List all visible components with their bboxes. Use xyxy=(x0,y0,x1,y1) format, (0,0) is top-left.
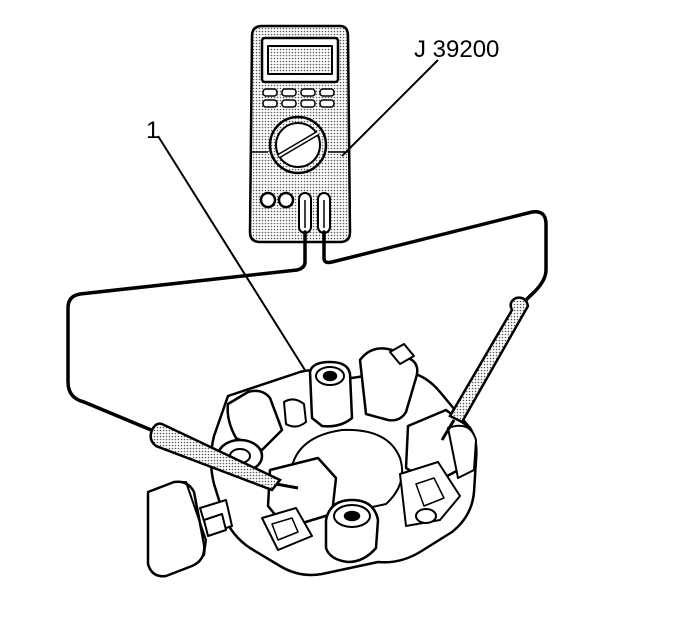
loose-brush-block xyxy=(146,480,227,578)
upper-bracket xyxy=(358,347,419,422)
left-clip xyxy=(226,389,284,452)
meter-buttons xyxy=(262,88,335,108)
leader-lines xyxy=(157,59,439,395)
right-test-probe xyxy=(440,296,530,441)
rotary-dial xyxy=(252,115,350,175)
tool-callout-label: J 39200 xyxy=(414,36,500,63)
input-jacks xyxy=(259,191,331,234)
left-test-probe xyxy=(149,422,299,492)
part-callout-label: 1 xyxy=(146,117,160,144)
test-lead-wires xyxy=(66,210,548,434)
brush-holder-assembly xyxy=(199,343,478,577)
tool-leader-line xyxy=(341,59,439,157)
part-leader-line xyxy=(157,135,321,395)
digital-multimeter xyxy=(248,24,352,244)
